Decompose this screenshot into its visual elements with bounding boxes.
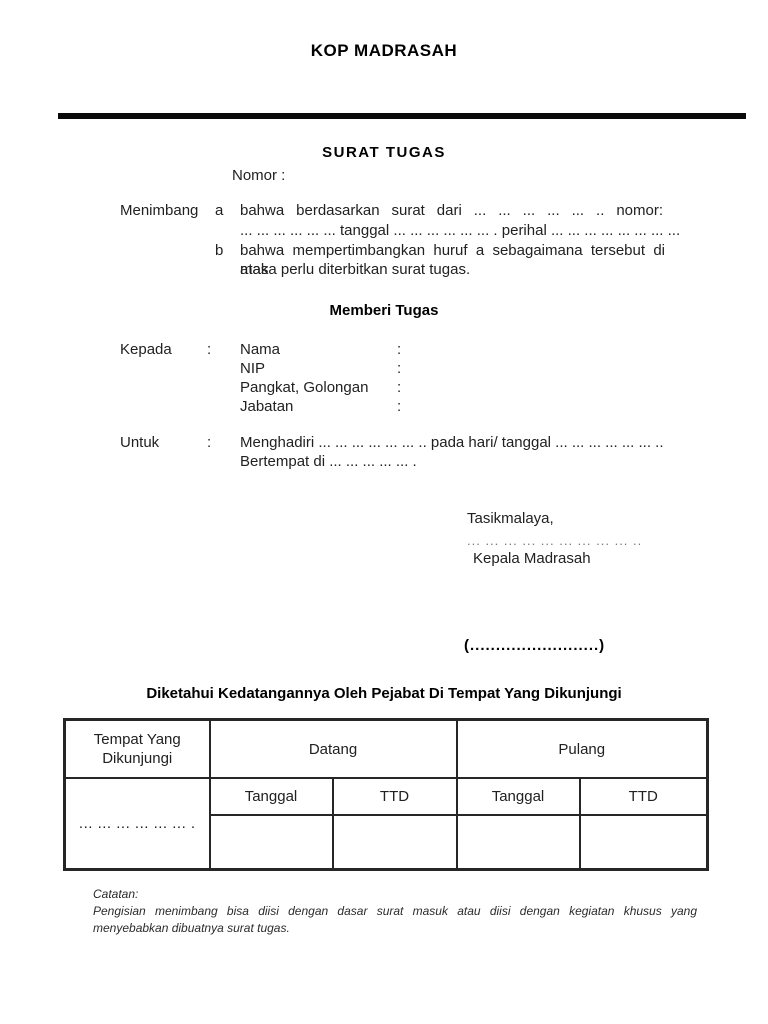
- datang-tanggal-entry-cell: [208, 814, 334, 871]
- signature-role: Kepala Madrasah: [473, 550, 591, 567]
- table-entry-row: [65, 814, 709, 871]
- field-label: NIP: [240, 360, 266, 377]
- untuk-colon: :: [207, 434, 212, 451]
- pulang-ttd-entry-cell: [578, 814, 709, 871]
- item-b-marker: b: [215, 242, 224, 259]
- untuk-line2: Bertempat di ... ... ... ... ... .: [240, 453, 417, 470]
- item-a-marker: a: [215, 202, 224, 219]
- kepada-colon: :: [207, 341, 212, 358]
- pulang-ttd-header-cell: TTD: [578, 777, 709, 816]
- item-b-line1: bahwa mempertimbangkan huruf a sebagaima…: [240, 242, 665, 278]
- acknowledgement-heading: Diketahui Kedatangannya Oleh Pejabat Di …: [146, 685, 622, 702]
- signee-name-placeholder: (.........................): [464, 637, 606, 654]
- field-label: Pangkat, Golongan: [240, 379, 369, 396]
- field-colon: :: [397, 341, 402, 358]
- datang-tanggal-header-cell: Tanggal: [208, 777, 334, 816]
- signature-city: Tasikmalaya,: [467, 510, 554, 527]
- datang-ttd-entry-cell: [331, 814, 458, 871]
- field-colon: :: [397, 379, 402, 396]
- pulang-tanggal-header-cell: Tanggal: [455, 777, 581, 816]
- pulang-tanggal-entry-cell: [455, 814, 581, 871]
- table-header-row: Tempat Yang Dikunjungi Datang Pulang: [63, 718, 709, 779]
- pulang-header-cell: Pulang: [455, 718, 709, 779]
- kepada-label: Kepada: [120, 341, 172, 358]
- document-title: SURAT TUGAS: [322, 144, 446, 161]
- field-label: Jabatan: [240, 398, 294, 415]
- letterhead-title: KOP MADRASAH: [310, 41, 458, 60]
- table-subheader-row: ... ... ... ... ... ... . Tanggal TTD Ta…: [63, 777, 709, 871]
- footnote-line2: menyebabkan dibuatnya surat tugas.: [93, 921, 290, 935]
- footnote-line1: Pengisian menimbang bisa diisi dengan da…: [93, 904, 697, 918]
- item-a-line2: ... ... ... ... ... ... tanggal ... ... …: [240, 222, 681, 239]
- item-a-line1: bahwa berdasarkan surat dari ... ... ...…: [240, 202, 663, 219]
- signature-date-dots: ... ... ... ... ... ... ... ... ... ..: [467, 533, 643, 548]
- visit-table: Tempat Yang Dikunjungi Datang Pulang ...…: [63, 718, 709, 871]
- untuk-label: Untuk: [120, 434, 160, 451]
- field-colon: :: [397, 360, 402, 377]
- datang-header-cell: Datang: [208, 718, 458, 779]
- place-header-cell: Tempat Yang Dikunjungi: [63, 718, 211, 779]
- field-colon: :: [397, 398, 402, 415]
- place-value-cell: ... ... ... ... ... ... .: [63, 777, 211, 871]
- nomor-label: Nomor :: [232, 167, 286, 184]
- memberi-tugas-heading: Memberi Tugas: [329, 302, 439, 319]
- datang-ttd-header-cell: TTD: [331, 777, 458, 816]
- letterhead-divider-rule: [58, 113, 746, 119]
- footnote-label: Catatan:: [93, 887, 139, 901]
- field-label: Nama: [240, 341, 281, 358]
- untuk-line1: Menghadiri ... ... ... ... ... ... .. pa…: [240, 434, 664, 451]
- menimbang-label: Menimbang: [120, 202, 199, 219]
- item-b-line2: maka perlu diterbitkan surat tugas.: [240, 261, 471, 278]
